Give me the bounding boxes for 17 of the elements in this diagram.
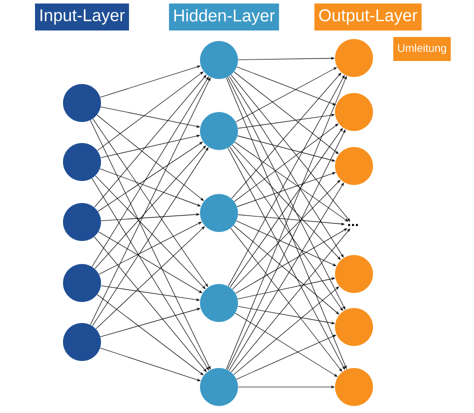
layer-heading: Input-Layer bbox=[35, 4, 129, 30]
neuron-circle bbox=[200, 368, 238, 406]
neuron-circle bbox=[63, 264, 101, 302]
note-label: Umleitung bbox=[393, 37, 451, 61]
neuron-circle bbox=[63, 323, 101, 361]
neuron-circle bbox=[63, 203, 101, 241]
ellipsis: ... bbox=[348, 224, 358, 226]
arrow bbox=[98, 232, 202, 294]
layer-heading: Output-Layer bbox=[314, 4, 422, 30]
neuron-circle bbox=[335, 368, 373, 406]
neuron-circle bbox=[63, 143, 101, 181]
neuron-circle bbox=[335, 39, 373, 77]
neuron-circle bbox=[63, 84, 101, 122]
arrow bbox=[98, 142, 203, 212]
neuron-circle bbox=[200, 41, 238, 79]
layer-heading: Hidden-Layer bbox=[168, 4, 280, 30]
arrow bbox=[100, 168, 201, 206]
